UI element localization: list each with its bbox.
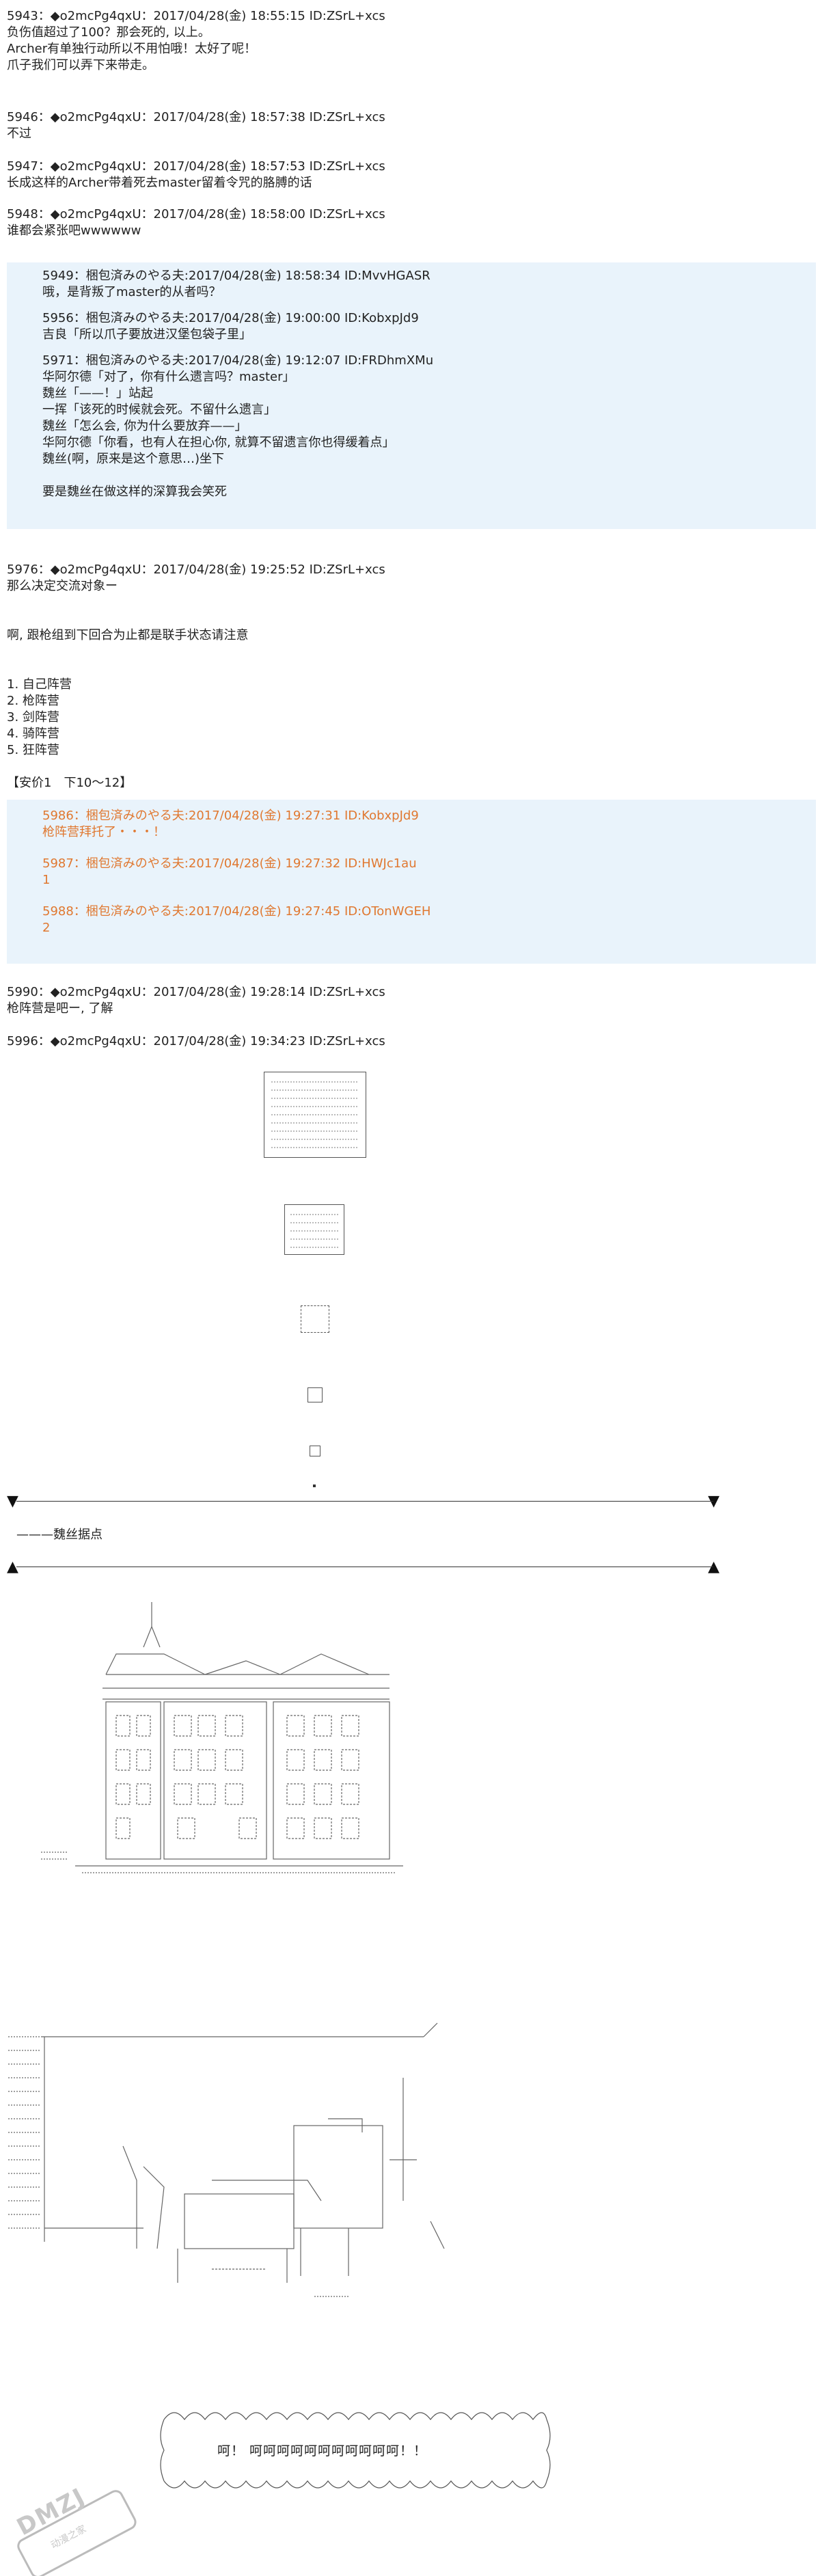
bubble-text: 呵！ 呵呵呵呵呵呵呵呵呵呵呵！！: [217, 2443, 428, 2458]
post-5990: 5990：◆o2mcPg4qxU：2017/04/28(金) 19:28:14 …: [7, 984, 385, 1017]
post-5976: 5976：◆o2mcPg4qxU：2017/04/28(金) 19:25:52 …: [7, 562, 385, 791]
post-header: 5987：梱包済みのやる夫:2017/04/28(金) 19:27:32 ID:…: [42, 856, 417, 871]
aa-box-lines: [271, 1081, 359, 1148]
post-line: 要是魏丝在做这样的深算我会笑死: [42, 485, 227, 499]
post-5946: 5946：◆o2mcPg4qxU：2017/04/28(金) 18:57:38 …: [7, 109, 385, 142]
post-header: 5971：梱包済みのやる夫:2017/04/28(金) 19:12:07 ID:…: [42, 353, 434, 368]
post-line: 哦，是背叛了master的从者吗？: [42, 285, 221, 299]
post-line: 那么决定交流对象ー: [7, 579, 118, 593]
quoted-post-5949: 5949：梱包済みのやる夫:2017/04/28(金) 18:58:34 ID:…: [42, 268, 816, 301]
post-line: [42, 467, 816, 484]
blank-line: [7, 595, 385, 611]
post-line: 华阿尔德「你看，也有人在担心你, 就算不留遗言你也得缓着点」: [42, 435, 395, 450]
aa-box-small: [301, 1305, 329, 1333]
post-5948: 5948：◆o2mcPg4qxU：2017/04/28(金) 18:58:00 …: [7, 206, 385, 239]
post-line: 魏丝「怎么会, 你为什么要放弃——」: [42, 419, 247, 433]
post-line: 2: [42, 921, 51, 935]
speech-bubble: [160, 2412, 551, 2489]
divider-line: [16, 1501, 713, 1502]
post-line: 魏丝(啊，原来是这个意思…)坐下: [42, 452, 225, 466]
post-line: 华阿尔德「对了，你有什么遗言吗？master」: [42, 370, 295, 384]
option-1: 1. 自己阵营: [7, 677, 72, 692]
post-line: 啊, 跟枪组到下回合为止都是联手状态请注意: [7, 628, 249, 642]
post-header: 5990：◆o2mcPg4qxU：2017/04/28(金) 19:28:14 …: [7, 985, 385, 999]
triangle-up-icon: ▲: [7, 1558, 18, 1575]
post-line: 吉良「所以爪子要放进汉堡包袋子里」: [42, 327, 251, 342]
triangle-down-icon: ▼: [708, 1493, 720, 1510]
post-5943: 5943：◆o2mcPg4qxU：2017/04/28(金) 18:55:15 …: [7, 8, 385, 74]
quoted-post-5986: 5986：梱包済みのやる夫:2017/04/28(金) 19:27:31 ID:…: [42, 808, 816, 841]
aa-box-medium: [284, 1204, 344, 1255]
post-line: 不过: [7, 126, 31, 141]
quoted-post-5987: 5987：梱包済みのやる夫:2017/04/28(金) 19:27:32 ID:…: [42, 856, 816, 889]
post-header: 5956：梱包済みのやる夫:2017/04/28(金) 19:00:00 ID:…: [42, 311, 419, 325]
post-header: 5943：◆o2mcPg4qxU：2017/04/28(金) 18:55:15 …: [7, 9, 385, 23]
post-line: 负伤值超过了100？那会死的, 以上。: [7, 25, 210, 40]
post-line: 爪子我们可以弄下来带走。: [7, 58, 154, 72]
aa-box-tinier: [310, 1446, 320, 1456]
post-5947: 5947：◆o2mcPg4qxU：2017/04/28(金) 18:57:53 …: [7, 159, 385, 191]
scene-art: [8, 2022, 445, 2297]
blank-line: [7, 660, 385, 677]
post-header: 5946：◆o2mcPg4qxU：2017/04/28(金) 18:57:38 …: [7, 110, 385, 124]
triangle-up-icon: ▲: [708, 1558, 720, 1575]
post-line: 谁都会紧张吧wwwwww: [7, 223, 141, 238]
vote-instruction: 【安价1 下10〜12】: [7, 776, 133, 790]
blank-line: [7, 611, 385, 627]
option-4: 4. 骑阵营: [7, 727, 59, 741]
scene-caption: ———魏丝据点: [16, 1528, 102, 1542]
triangle-down-icon: ▼: [7, 1493, 18, 1510]
quoted-post-5971: 5971：梱包済みのやる夫:2017/04/28(金) 19:12:07 ID:…: [42, 353, 816, 500]
quoted-post-5956: 5956：梱包済みのやる夫:2017/04/28(金) 19:00:00 ID:…: [42, 310, 816, 343]
post-header: 5976：◆o2mcPg4qxU：2017/04/28(金) 19:25:52 …: [7, 562, 385, 577]
quote-block: 5949：梱包済みのやる夫:2017/04/28(金) 18:58:34 ID:…: [7, 262, 816, 529]
building-art: [41, 1602, 403, 1873]
option-3: 3. 剑阵营: [7, 710, 59, 724]
post-header: 5988：梱包済みのやる夫:2017/04/28(金) 19:27:45 ID:…: [42, 904, 431, 919]
post-header: 5996：◆o2mcPg4qxU：2017/04/28(金) 19:34:23 …: [7, 1034, 385, 1048]
post-header: 5947：◆o2mcPg4qxU：2017/04/28(金) 18:57:53 …: [7, 159, 385, 174]
option-5: 5. 狂阵营: [7, 743, 59, 757]
post-header: 5948：◆o2mcPg4qxU：2017/04/28(金) 18:58:00 …: [7, 207, 385, 221]
post-line: 枪阵营拜托了・・・！: [42, 825, 165, 839]
post-line: 长成这样的Archer带着死去master留着令咒的胳膊的话: [7, 176, 312, 190]
blank-line: [7, 644, 385, 660]
post-line: 1: [42, 873, 51, 887]
post-line: 一挥「该死的时候就会死。不留什么遗言」: [42, 403, 276, 417]
quote-block-votes: 5986：梱包済みのやる夫:2017/04/28(金) 19:27:31 ID:…: [7, 800, 816, 964]
aa-box-large: [264, 1072, 366, 1158]
post-5996: 5996：◆o2mcPg4qxU：2017/04/28(金) 19:34:23 …: [7, 1033, 385, 1050]
post-line: 枪阵营是吧ー, 了解: [7, 1001, 113, 1016]
option-2: 2. 枪阵营: [7, 694, 59, 708]
aa-box-tiny: [308, 1387, 323, 1402]
quoted-post-5988: 5988：梱包済みのやる夫:2017/04/28(金) 19:27:45 ID:…: [42, 904, 816, 936]
post-line: Archer有单独行动所以不用怕哦！太好了呢！: [7, 42, 257, 56]
aa-dot: [313, 1484, 316, 1487]
post-line: 魏丝「——！」站起: [42, 386, 153, 401]
blank-line: [7, 759, 385, 775]
post-header: 5986：梱包済みのやる夫:2017/04/28(金) 19:27:31 ID:…: [42, 809, 419, 823]
aa-box-lines: [290, 1214, 338, 1248]
post-header: 5949：梱包済みのやる夫:2017/04/28(金) 18:58:34 ID:…: [42, 269, 430, 283]
watermark-logo: [17, 2490, 137, 2576]
